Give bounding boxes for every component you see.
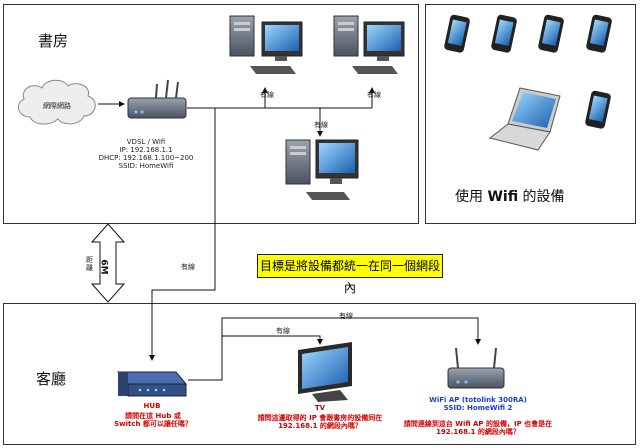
ap-ssid: SSID: HomeWifi 2 [443, 404, 513, 412]
wired-label: 有線 [181, 263, 195, 271]
distance-arrow-icon [90, 223, 126, 303]
smartphone-icon [585, 90, 611, 129]
distance-label: 距離 [86, 256, 93, 272]
study-to-hub-cable [149, 108, 216, 361]
wired-label: 有線 [339, 312, 353, 320]
hub-to-ap-cable [188, 317, 481, 381]
laptop-icon [488, 87, 561, 151]
wired-label: 有線 [260, 91, 274, 99]
ap-label: WiFi AP (totolink 300RA) SSID: HomeWifi … [418, 396, 538, 412]
hub-label: HUB [143, 402, 161, 410]
router-icon [127, 79, 187, 119]
ap-name: WiFi AP (totolink 300RA) [429, 396, 527, 404]
wired-label: 有線 [276, 327, 290, 335]
desktop-computer-icon [285, 139, 359, 200]
ap-question: 請問連線到這台 Wifi AP 的設備，IP 也會是在 192.168.1 的網… [403, 420, 553, 436]
smartphone-icon [444, 14, 470, 53]
wifi-ap-icon [447, 347, 505, 389]
wired-label: 有線 [314, 121, 328, 129]
wifi-devices-title-bold: Wifi [487, 189, 519, 205]
router-name: VDSL / Wifi [126, 138, 166, 146]
tv-label: TV [314, 404, 326, 412]
desktop-computer-icon [333, 15, 405, 74]
wifi-devices-title-suffix: 的設備 [518, 189, 565, 205]
hub-to-tv-cable [222, 335, 323, 345]
smartphone-icon [586, 14, 612, 53]
wifi-devices-title: 使用 Wifi 的設備 [455, 186, 565, 206]
internet-label: 網際網路 [43, 102, 71, 110]
goal-banner: 目標是將設備都統一在同一個網段內 [257, 254, 443, 295]
tv-question: 請問這邊取得的 IP 會跟書房的設備同在 192.168.1 的網段內嗎？ [257, 414, 383, 430]
wifi-devices-title-prefix: 使用 [455, 189, 488, 205]
wired-label: 有線 [367, 91, 381, 99]
study-title: 書房 [38, 32, 69, 50]
router-dhcp: DHCP: 192.168.1.100~200 [98, 154, 194, 162]
router-info: VDSL / Wifi IP: 192.168.1.1 DHCP: 192.16… [86, 138, 206, 170]
distance-value: 6M [98, 259, 109, 275]
tv-icon [298, 342, 352, 402]
hub-icon [116, 371, 188, 397]
router-ssid: SSID: HomeWifi [118, 162, 174, 170]
hub-question: 請問在這 Hub 或 Switch 都可以讓任嗎？ [114, 412, 192, 428]
desktop-computer-icon [229, 15, 303, 74]
living-title: 客廳 [36, 370, 67, 388]
smartphone-icon [538, 14, 564, 53]
smartphone-icon [491, 14, 517, 53]
internet-cloud-icon [17, 79, 96, 125]
router-ip: IP: 192.168.1.1 [119, 146, 173, 154]
